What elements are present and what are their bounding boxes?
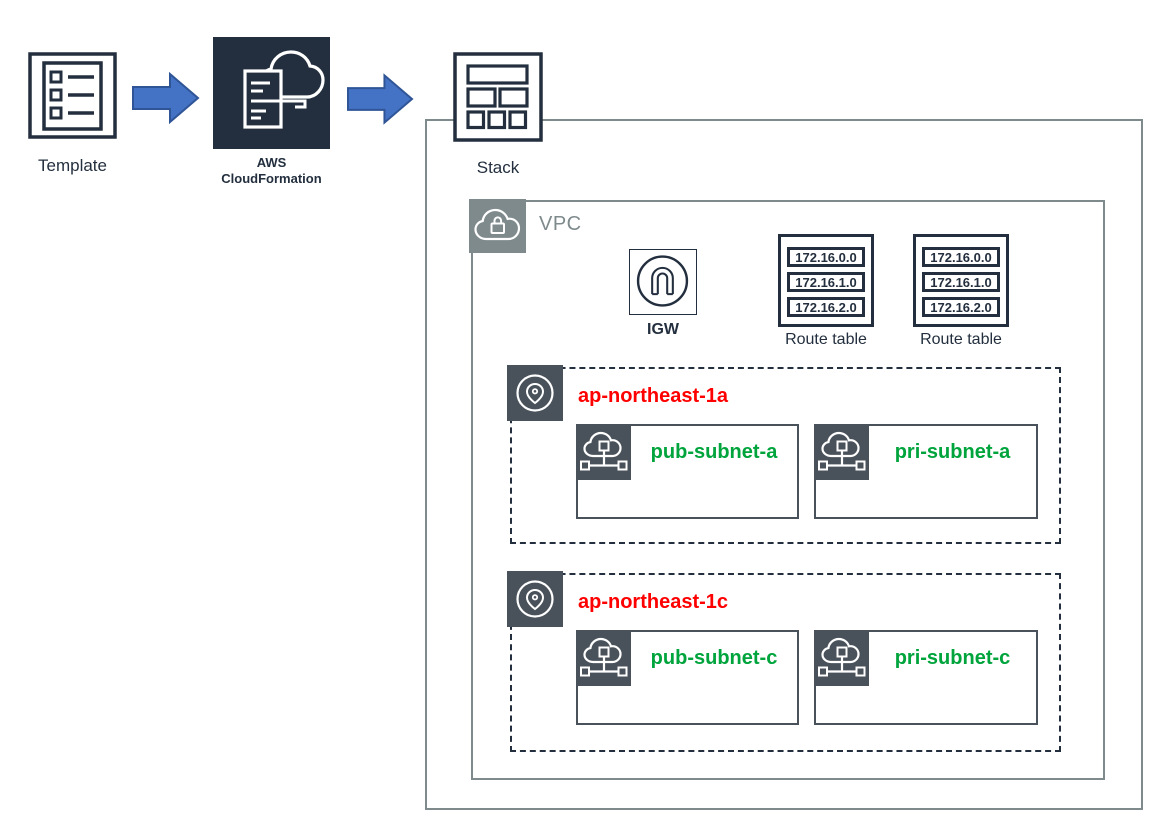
availability-zone-label: ap-northeast-1a [578,384,729,407]
flow-arrow-icon [132,72,200,124]
route-entry: 172.16.0.0 [922,247,1000,267]
subnet-box: pri-subnet-c [814,630,1038,725]
route-table-icon: 172.16.0.0 172.16.1.0 172.16.2.0 [913,234,1009,327]
cloudformation-icon [213,37,330,149]
route-table-label: Route table [920,331,1002,348]
availability-zone-label: ap-northeast-1c [578,590,729,613]
route-table-label: Route table [785,331,867,348]
stack-boundary [425,119,1143,810]
igw-label: IGW [647,321,679,338]
template-icon [28,52,117,139]
availability-zone-boundary: ap-northeast-1c pub-subne [507,571,1061,752]
subnet-icon [814,424,869,480]
subnet-box: pub-subnet-a [576,424,799,519]
subnet-label: pub-subnet-a [650,440,778,463]
stack-label: Stack [476,158,520,177]
subnet-icon [576,424,631,480]
availability-zone-pin-icon [507,571,563,627]
route-entry: 172.16.2.0 [922,297,1000,317]
subnet-label: pri-subnet-c [894,646,1011,669]
vpc-boundary: VPC IGW 172.16.0.0 172.16.1.0 172.16.2.0… [469,199,1105,780]
availability-zone-boundary: ap-northeast-1a pub-subne [507,365,1061,544]
subnet-label: pri-subnet-a [894,440,1011,463]
vpc-cloud-lock-icon [469,199,526,253]
subnet-box: pub-subnet-c [576,630,799,725]
internet-gateway-icon [629,249,697,315]
template-label: Template [38,156,107,175]
stack-icon [453,52,543,142]
flow-arrow-icon [347,73,414,125]
subnet-label: pub-subnet-c [650,646,778,669]
route-entry: 172.16.1.0 [787,272,865,292]
route-table-icon: 172.16.0.0 172.16.1.0 172.16.2.0 [778,234,874,327]
route-entry: 172.16.0.0 [787,247,865,267]
route-entry: 172.16.2.0 [787,297,865,317]
route-entry: 172.16.1.0 [922,272,1000,292]
subnet-icon [814,630,869,686]
subnet-box: pri-subnet-a [814,424,1038,519]
cloudformation-label: AWS CloudFormation [221,155,322,187]
subnet-icon [576,630,631,686]
availability-zone-pin-icon [507,365,563,421]
vpc-label: VPC [539,213,582,235]
